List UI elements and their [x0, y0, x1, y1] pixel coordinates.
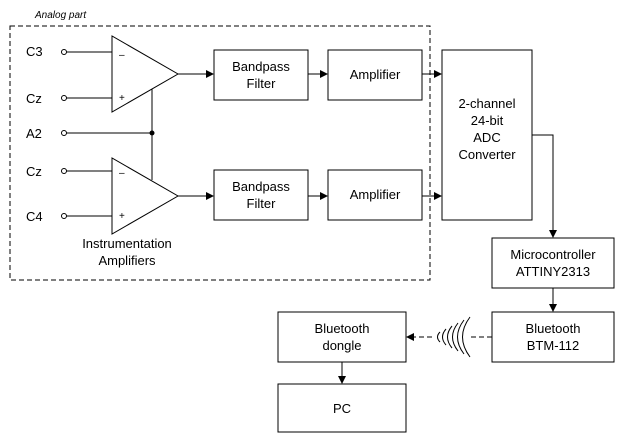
svg-text:Bandpass: Bandpass: [232, 179, 290, 194]
svg-text:Amplifier: Amplifier: [350, 67, 401, 82]
svg-text:Bluetooth: Bluetooth: [315, 321, 370, 336]
input-cz-top: Cz: [26, 91, 112, 106]
bandpass-filter-bottom: Bandpass Filter: [213, 169, 309, 221]
amp-top-plus: +: [119, 93, 125, 104]
svg-text:Converter: Converter: [458, 147, 516, 162]
svg-text:PC: PC: [333, 401, 351, 416]
input-c4-label: C4: [26, 209, 43, 224]
input-c3-label: C3: [26, 44, 43, 59]
amp-caption-line1: Instrumentation: [82, 236, 172, 251]
instrumentation-amplifier-bottom: – +: [111, 157, 180, 235]
bandpass-filter-top: Bandpass Filter: [213, 49, 309, 101]
instrumentation-amplifier-top: – +: [111, 35, 180, 113]
input-a2: A2: [26, 86, 155, 180]
svg-text:ADC: ADC: [473, 130, 500, 145]
microcontroller: Microcontroller ATTINY2313: [491, 237, 615, 289]
input-c4: C4: [26, 209, 112, 224]
amplifier-top: Amplifier: [327, 49, 423, 101]
svg-text:BTM-112: BTM-112: [527, 338, 580, 353]
bluetooth-dongle: Bluetooth dongle: [277, 311, 407, 363]
analog-part-label: Analog part: [34, 10, 87, 21]
input-cz-bottom: Cz: [26, 164, 112, 179]
svg-text:2-channel: 2-channel: [458, 96, 515, 111]
svg-text:Bluetooth: Bluetooth: [526, 321, 581, 336]
svg-text:Filter: Filter: [247, 196, 277, 211]
svg-text:ATTINY2313: ATTINY2313: [516, 264, 590, 279]
analog-part-group: [9, 25, 431, 281]
wireless-link: [406, 316, 492, 358]
radio-wave-icon: [437, 316, 471, 358]
input-cz-bottom-label: Cz: [26, 164, 42, 179]
amp-bottom-plus: +: [119, 211, 125, 222]
svg-text:Filter: Filter: [247, 76, 277, 91]
svg-text:Microcontroller: Microcontroller: [510, 247, 596, 262]
input-a2-label: A2: [26, 126, 42, 141]
bluetooth-module: Bluetooth BTM-112: [491, 311, 615, 363]
adc-converter: 2-channel 24-bit ADC Converter: [441, 49, 533, 221]
svg-text:24-bit: 24-bit: [471, 113, 504, 128]
amp-top-minus: –: [119, 50, 125, 61]
input-c3: C3: [26, 44, 112, 59]
input-cz-top-label: Cz: [26, 91, 42, 106]
amp-bottom-minus: –: [119, 168, 125, 179]
amplifier-bottom: Amplifier: [327, 169, 423, 221]
svg-text:Amplifier: Amplifier: [350, 187, 401, 202]
svg-text:Bandpass: Bandpass: [232, 59, 290, 74]
svg-text:dongle: dongle: [322, 338, 361, 353]
amp-caption-line2: Amplifiers: [98, 253, 156, 268]
pc: PC: [277, 383, 407, 433]
